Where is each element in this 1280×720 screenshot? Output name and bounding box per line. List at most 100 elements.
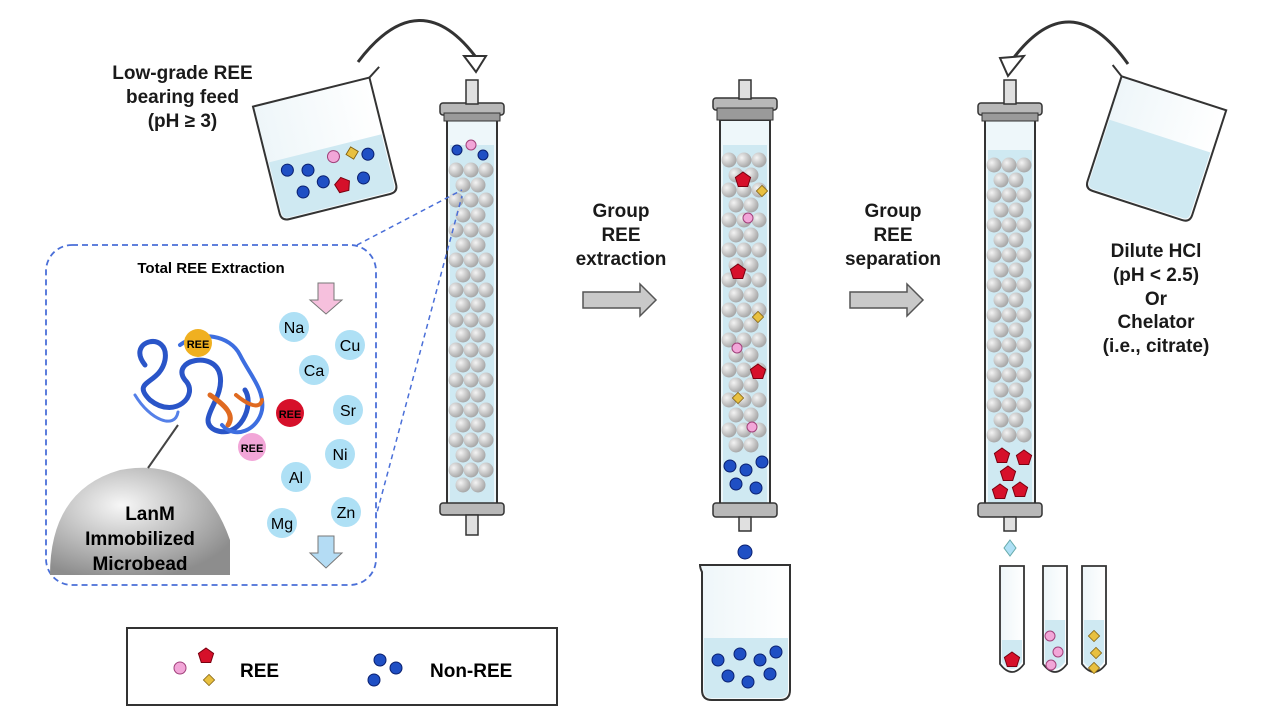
packing-bead [743, 347, 759, 363]
packing-bead [1016, 307, 1032, 323]
packing-bead [1001, 397, 1017, 413]
packing-bead [986, 397, 1002, 413]
packing-bead [993, 382, 1009, 398]
ion-label: Mg [271, 516, 293, 533]
packing-bead [478, 402, 494, 418]
packing-bead [448, 282, 464, 298]
packing-bead [463, 312, 479, 328]
packing-bead [478, 312, 494, 328]
packing-bead [993, 202, 1009, 218]
packing-bead [455, 297, 471, 313]
packing-bead [463, 402, 479, 418]
packing-bead [1001, 187, 1017, 203]
packing-bead [1016, 337, 1032, 353]
packing-bead [448, 252, 464, 268]
packing-bead [743, 437, 759, 453]
bead-label-line-2: Immobilized [85, 529, 195, 550]
packing-bead [463, 282, 479, 298]
packing-bead [455, 357, 471, 373]
legend-ree-label: REE [240, 661, 279, 682]
packing-bead [751, 242, 767, 258]
packing-bead [470, 447, 486, 463]
packing-bead [986, 337, 1002, 353]
packing-bead [470, 477, 486, 493]
legend-non-ree-label: Non-REE [430, 661, 512, 682]
column-3 [977, 79, 1043, 557]
packing-bead [455, 447, 471, 463]
microbead [50, 467, 230, 575]
packing-bead [1008, 352, 1024, 368]
extraction-arrow-icon [582, 282, 658, 318]
packing-bead [463, 222, 479, 238]
packing-bead [1001, 277, 1017, 293]
packing-bead [470, 417, 486, 433]
packing-bead [736, 242, 752, 258]
packing-bead [993, 262, 1009, 278]
inset-title: Total REE Extraction [137, 260, 284, 277]
packing-bead [1008, 172, 1024, 188]
packing-bead [1016, 217, 1032, 233]
pink-down-arrow-icon [308, 282, 344, 315]
tube-2 [1042, 565, 1068, 673]
packing-bead [1016, 277, 1032, 293]
ion-label: Sr [340, 403, 357, 420]
packing-bead [455, 417, 471, 433]
packing-bead [448, 342, 464, 358]
packing-bead [728, 227, 744, 243]
packing-bead [470, 297, 486, 313]
ion-label: Zn [337, 505, 356, 522]
packing-bead [1016, 367, 1032, 383]
feed-label: Low-grade REE bearing feed (pH ≥ 3) [112, 63, 253, 132]
eluent-label: Dilute HCl (pH < 2.5) Or Chelator (i.e.,… [1102, 241, 1210, 357]
packing-bead [478, 342, 494, 358]
tube-1 [999, 565, 1025, 673]
packing-bead [478, 282, 494, 298]
ion-label: Al [289, 470, 303, 487]
packing-bead [728, 407, 744, 423]
packing-bead [1016, 157, 1032, 173]
feed-beaker [251, 66, 398, 221]
packing-bead [1008, 292, 1024, 308]
packing-bead [728, 317, 744, 333]
packing-bead [986, 367, 1002, 383]
packing-bead [463, 372, 479, 388]
packing-bead [470, 357, 486, 373]
ion-label: Ca [304, 363, 325, 380]
packing-bead [463, 162, 479, 178]
packing-bead [993, 412, 1009, 428]
packing-bead [743, 317, 759, 333]
extraction-step-label: Group REE extraction [575, 201, 667, 270]
packing-bead [455, 327, 471, 343]
legend: REE Non-REE [126, 627, 558, 706]
packing-bead [993, 232, 1009, 248]
packing-bead [478, 222, 494, 238]
separation-arrow-icon [849, 282, 925, 318]
packing-bead [986, 217, 1002, 233]
column-1 [439, 79, 505, 536]
packing-bead [470, 387, 486, 403]
packing-bead [986, 277, 1002, 293]
packing-bead [993, 322, 1009, 338]
packing-bead [455, 177, 471, 193]
ion-label: Ni [332, 447, 347, 464]
packing-bead [1008, 202, 1024, 218]
packing-bead [986, 247, 1002, 263]
tube-3 [1081, 565, 1107, 674]
packing-bead [743, 377, 759, 393]
packing-bead [728, 287, 744, 303]
packing-bead [470, 327, 486, 343]
packing-bead [751, 332, 767, 348]
packing-bead [448, 192, 464, 208]
ree-tag: REE [279, 409, 302, 421]
packing-bead [1016, 247, 1032, 263]
packing-bead [455, 237, 471, 253]
packing-bead [1008, 232, 1024, 248]
packing-bead [1001, 247, 1017, 263]
packing-bead [721, 362, 737, 378]
packing-bead [1008, 412, 1024, 428]
packing-bead [721, 332, 737, 348]
packing-bead [993, 292, 1009, 308]
column-3-packing-beads [986, 157, 1032, 443]
ion-group: Na Cu Ca Sr Ni Al Zn Mg [267, 312, 365, 538]
